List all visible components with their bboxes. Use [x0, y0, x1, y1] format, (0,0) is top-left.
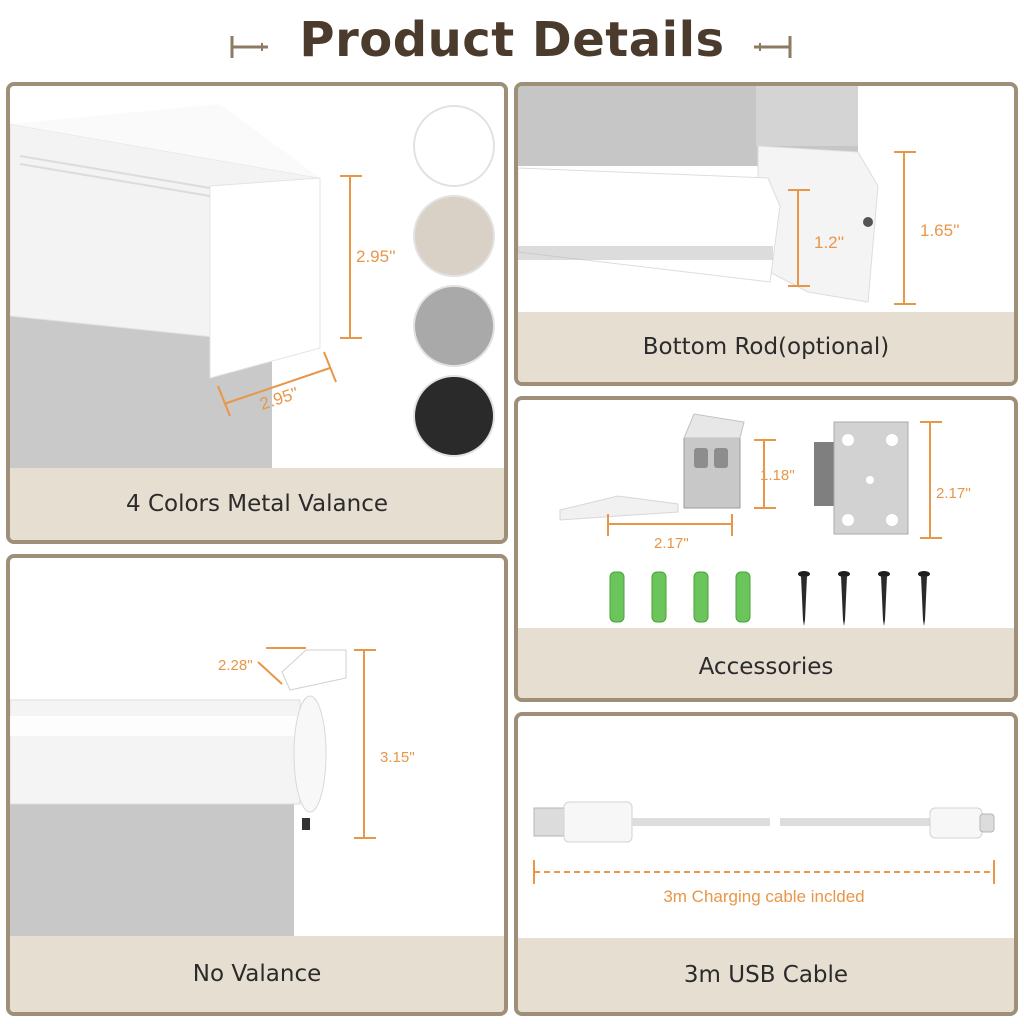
color-swatch-white[interactable] — [413, 105, 495, 187]
accessories-caption: Accessories — [518, 628, 1014, 698]
wall-anchor-icon — [609, 571, 625, 623]
bracket-plate — [683, 437, 741, 509]
page-title: Product Details — [299, 12, 725, 68]
bracket-size-label: 2.28'' — [218, 657, 253, 674]
roller-tube — [10, 699, 301, 805]
valance-top — [10, 104, 320, 178]
bracket-base — [559, 495, 679, 521]
plate-clip — [814, 442, 836, 506]
bottom-rod-panel: 1.2'' 1.65'' Bottom Rod(optional) — [514, 82, 1018, 386]
header: Product Details — [0, 0, 1024, 80]
wall-anchor-icon — [651, 571, 667, 623]
no-valance-illustration: 2.28'' 3.15'' — [10, 647, 415, 944]
valance-panel: 2.95'' 2.95'' 4 Colors Metal Valance — [6, 82, 508, 544]
bottom-rod-illustration: 1.2'' 1.65'' — [518, 86, 960, 305]
wall-anchors — [609, 571, 751, 623]
no-valance-panel: 2.28'' 3.15'' No Valance — [6, 554, 508, 1016]
bracket-width-label: 2.17'' — [654, 535, 689, 552]
rod-cap-screw — [863, 217, 873, 227]
height-label: 3.15'' — [380, 749, 415, 766]
usb-a-housing — [563, 801, 633, 843]
screw-icon — [918, 571, 930, 626]
valance-end-cap — [209, 177, 321, 379]
rod-large-label: 1.65'' — [920, 221, 960, 240]
color-swatch-gray[interactable] — [413, 285, 495, 367]
roller-end-cap — [293, 695, 327, 813]
color-swatch-black[interactable] — [413, 375, 495, 457]
screw-icon — [798, 571, 810, 626]
usb-a-plug — [533, 807, 569, 837]
left-ornament-icon — [230, 36, 268, 58]
wall-anchor-icon — [735, 571, 751, 623]
no-valance-caption: No Valance — [10, 936, 504, 1012]
usb-cable-caption: 3m USB Cable — [518, 938, 1014, 1012]
usb-c-housing — [929, 807, 983, 839]
cable-length-label: 3m Charging cable inclded — [663, 887, 864, 906]
screw-icon — [838, 571, 850, 626]
usb-cable-panel: 3m Charging cable inclded 3m USB Cable — [514, 712, 1018, 1016]
mounting-clip — [281, 649, 347, 691]
charging-port — [302, 818, 310, 830]
color-swatch-beige[interactable] — [413, 195, 495, 277]
bottom-rod-caption: Bottom Rod(optional) — [518, 312, 1014, 382]
plate-height-label: 2.17'' — [936, 485, 971, 502]
wall-anchor-icon — [693, 571, 709, 623]
accessories-panel: 1.18'' 2.17'' 2.17'' Accessories — [514, 396, 1018, 702]
height-label: 2.95'' — [356, 247, 396, 266]
bracket-height-label: 1.18'' — [760, 467, 795, 484]
usb-c-plug — [979, 813, 995, 833]
valance-caption: 4 Colors Metal Valance — [10, 468, 504, 540]
right-ornament-icon — [754, 36, 792, 58]
rod-front — [518, 167, 781, 283]
screws — [798, 571, 930, 626]
accessories-illustration: 1.18'' 2.17'' 2.17'' — [559, 413, 971, 626]
depth-dimension-line — [223, 367, 331, 405]
color-swatches — [413, 105, 495, 457]
screw-icon — [878, 571, 890, 626]
usb-cable-illustration: 3m Charging cable inclded — [533, 801, 995, 906]
valance-illustration: 2.95'' 2.95'' — [10, 104, 495, 476]
rod-small-label: 1.2'' — [814, 233, 844, 252]
